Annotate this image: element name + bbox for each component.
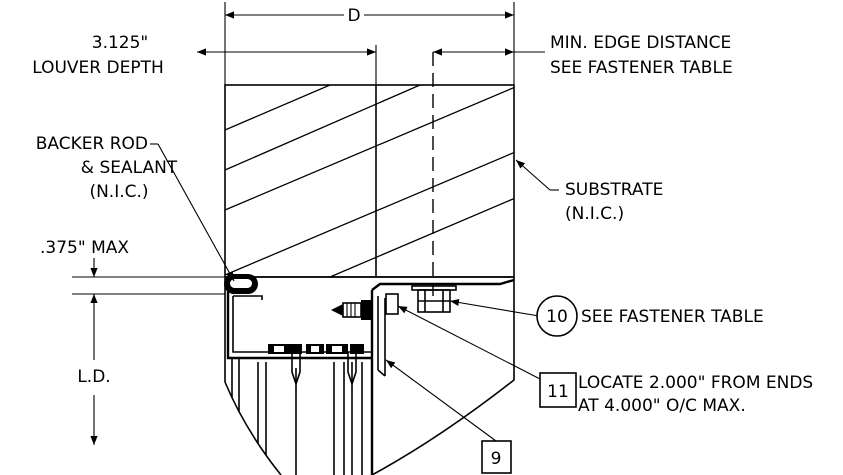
substrate-fastener xyxy=(411,285,457,313)
backer-rod-callout: BACKER ROD & SEALANT (N.I.C.) xyxy=(36,134,235,282)
substrate-label-line2: (N.I.C.) xyxy=(565,204,624,224)
frame-right-outline xyxy=(371,277,515,475)
backer-rod-label-line3: (N.I.C.) xyxy=(89,182,148,202)
callout-9: 9 xyxy=(385,359,512,474)
ld-label: L.D. xyxy=(77,367,110,387)
dimension-d: D xyxy=(224,2,515,85)
washer xyxy=(385,293,399,315)
callout-11-box xyxy=(539,372,577,408)
callout-10-text: SEE FASTENER TABLE xyxy=(581,307,764,327)
frame-left-outline xyxy=(224,277,282,475)
callout-9-number: 9 xyxy=(491,449,502,469)
callout-11: 11 LOCATE 2.000" FROM ENDS AT 4.000" O/C… xyxy=(397,305,813,416)
backer-rod-label-line2: & SEALANT xyxy=(81,158,178,178)
dimension-ld: L.D. xyxy=(77,312,111,445)
blade-fasteners xyxy=(268,344,364,387)
dimension-d-label: D xyxy=(347,6,360,26)
substrate-label-line1: SUBSTRATE xyxy=(565,180,663,200)
horizontal-screw xyxy=(331,300,372,320)
gap-max-label: .375" MAX xyxy=(40,238,129,258)
min-edge-distance-line1: MIN. EDGE DISTANCE xyxy=(550,33,731,53)
jamb-channel-inner xyxy=(232,296,372,353)
callout-11-line1: LOCATE 2.000" FROM ENDS xyxy=(578,373,813,393)
substrate-block xyxy=(224,52,515,296)
louver-depth-value: 3.125" xyxy=(92,33,149,53)
anchor-clip xyxy=(371,278,514,291)
jamb-channel xyxy=(226,286,372,360)
callout-9-box xyxy=(481,440,512,474)
callout-10-bubble xyxy=(536,295,578,337)
dimension-gap-max: .375" MAX xyxy=(40,238,225,312)
louver-depth-label: LOUVER DEPTH xyxy=(32,58,164,78)
min-edge-distance-line2: SEE FASTENER TABLE xyxy=(550,58,733,78)
callout-11-number: 11 xyxy=(547,382,569,402)
substrate-callout: SUBSTRATE (N.I.C.) xyxy=(515,159,663,224)
backer-rod-sealant xyxy=(224,274,258,294)
callout-10: 10 SEE FASTENER TABLE xyxy=(449,295,764,337)
substrate-hatching xyxy=(225,85,514,277)
backer-rod-label-line1: BACKER ROD xyxy=(36,134,148,154)
dimension-min-edge-distance: MIN. EDGE DISTANCE SEE FASTENER TABLE xyxy=(433,33,733,78)
callout-11-line2: AT 4.000" O/C MAX. xyxy=(578,396,746,416)
dimension-louver-depth: 3.125" LOUVER DEPTH xyxy=(32,33,377,85)
callout-10-number: 10 xyxy=(546,307,568,327)
